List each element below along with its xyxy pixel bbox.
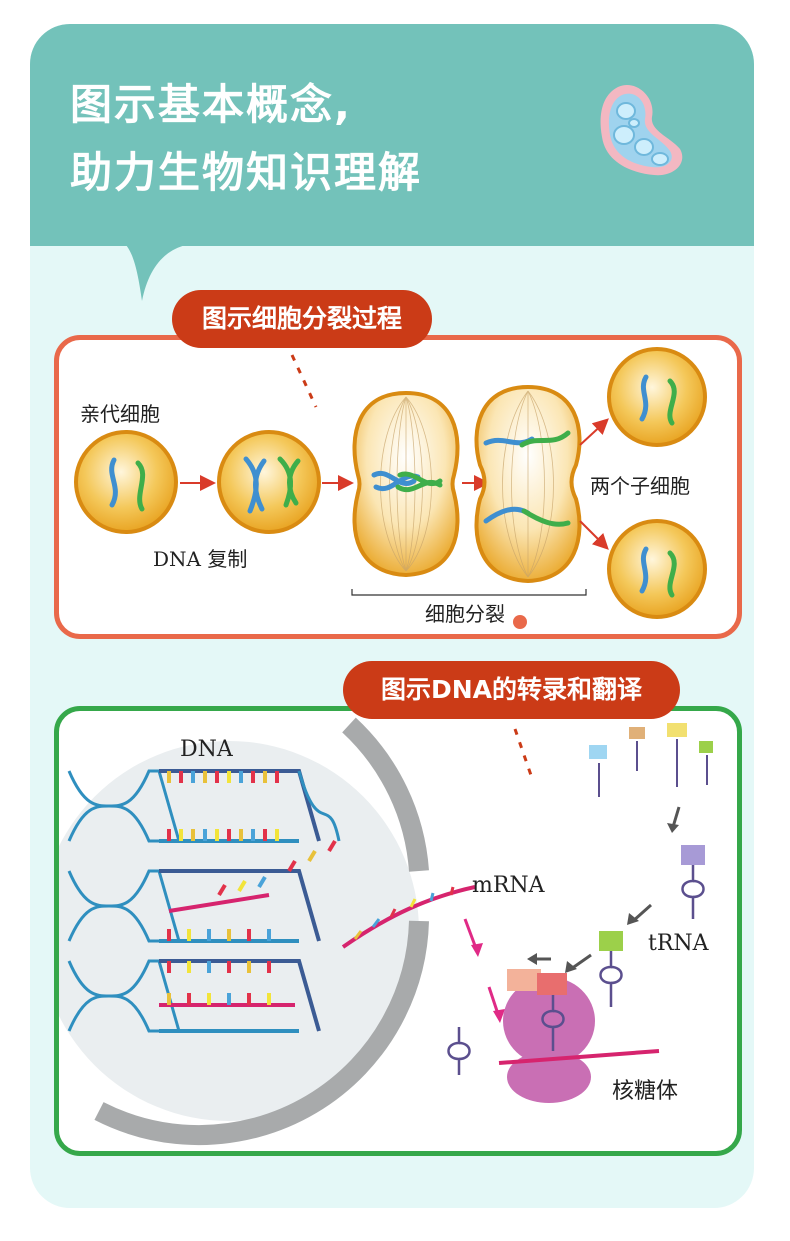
connector-dot — [513, 615, 527, 629]
arrow-down — [579, 520, 609, 550]
dashed-connector-2 — [513, 728, 535, 782]
title-line-1: 图示基本概念, — [70, 80, 352, 129]
daughter-cell-bottom — [607, 519, 707, 619]
bubble-tail — [126, 245, 186, 301]
label-dna-replication: DNA 复制 — [153, 547, 248, 571]
division-bracket — [351, 589, 587, 596]
dna-helix-1 — [67, 769, 341, 843]
daughter-cell-top — [607, 347, 707, 447]
transcription-diagram — [59, 717, 713, 1146]
trna-cluster — [589, 723, 713, 797]
parent-cell — [74, 430, 178, 534]
cell-logo-icon — [600, 85, 683, 176]
label-ribosome: 核糖体 — [612, 1079, 679, 1104]
cell-division-diagram — [74, 347, 707, 629]
nucleus — [59, 741, 419, 1121]
dividing-cell-anaphase — [474, 384, 582, 584]
grey-arrow-3 — [570, 953, 592, 971]
label-cell-division: 细胞分裂 — [425, 602, 505, 626]
grey-arrow-1 — [671, 806, 681, 828]
header-banner: 图示基本概念, 助力生物知识理解 — [30, 24, 754, 246]
nuclear-envelope-upper — [342, 717, 429, 872]
dna-helix-2 — [67, 839, 337, 943]
arrow-up — [579, 418, 609, 446]
badge-transcription: 图示DNA的转录和翻译 — [343, 661, 680, 719]
grey-arrow-2 — [632, 903, 652, 923]
ribosome — [498, 969, 660, 1103]
nuclear-envelope-lower — [94, 920, 429, 1146]
trna-single — [681, 845, 705, 919]
transcription-panel — [54, 706, 742, 1156]
label-parent-cell: 亲代细胞 — [80, 402, 160, 426]
label-trna: tRNA — [648, 931, 709, 956]
label-daughter-cells: 两个子细胞 — [590, 474, 690, 498]
replicating-cell — [217, 430, 321, 534]
dividing-cell-metaphase — [352, 390, 460, 578]
mrna-bases — [353, 886, 455, 940]
label-dna: DNA — [180, 737, 233, 762]
label-mrna: mRNA — [472, 873, 545, 898]
dashed-connector-1 — [290, 354, 318, 408]
dna-helix-3 — [67, 959, 321, 1033]
title-line-2: 助力生物知识理解 — [70, 148, 423, 197]
badge-cell-division: 图示细胞分裂过程 — [172, 290, 432, 348]
trna-green — [599, 931, 623, 1007]
trna-released — [447, 1027, 471, 1075]
